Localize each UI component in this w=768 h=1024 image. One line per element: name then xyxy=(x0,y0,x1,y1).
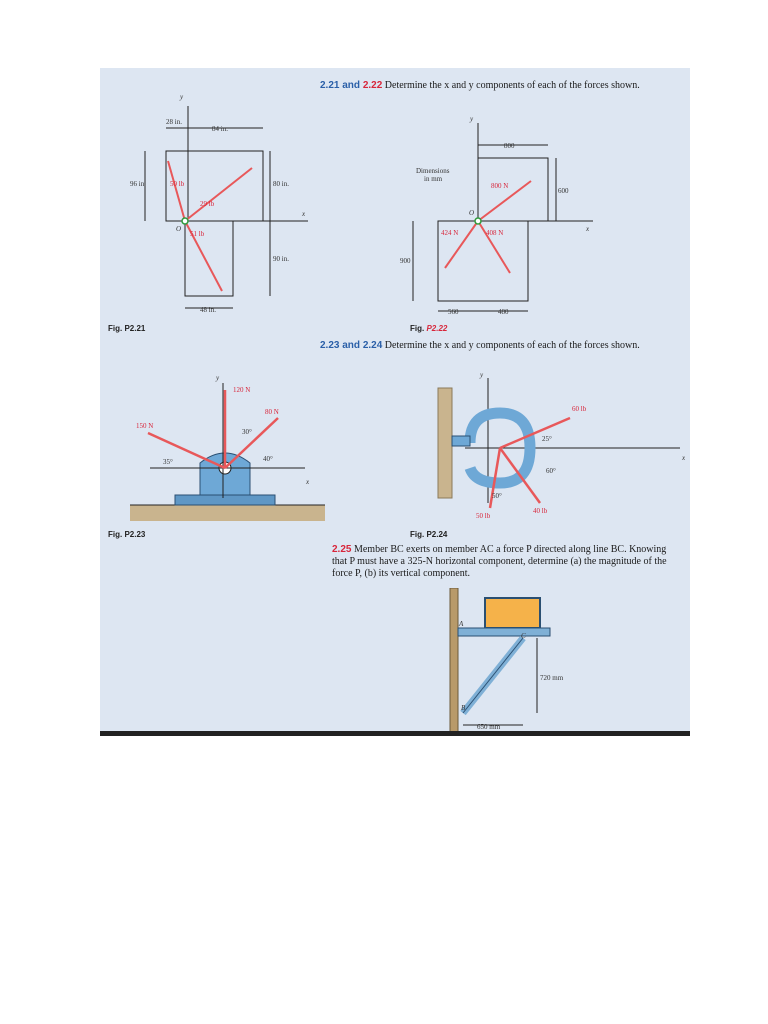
dim-28in: 28 in. xyxy=(166,118,182,126)
figure-p2-23: y x 120 N 80 N 150 N 30° 40° 35° xyxy=(130,374,325,521)
figure-p2-25: A B C 720 mm 650 mm xyxy=(449,588,564,733)
force-40lb: 40 lb xyxy=(533,507,548,515)
dim-96in: 96 in. xyxy=(130,180,146,188)
axis-label-y: y xyxy=(215,374,220,382)
force-arrows xyxy=(444,180,532,274)
force-60lb: 60 lb xyxy=(572,405,587,413)
force-150N: 150 N xyxy=(136,422,153,430)
problem-text: Determine the x and y components of each… xyxy=(384,80,640,91)
problem-2-21-block: 2.21 and 2.22 Determine the x and y comp… xyxy=(320,80,680,92)
angle-35: 35° xyxy=(163,458,173,466)
force-424N: 424 N xyxy=(441,229,458,237)
hook xyxy=(464,407,536,489)
problem-text: Determine the x and y components of each… xyxy=(384,340,640,351)
axis-label-x: x xyxy=(305,478,310,486)
figure-p2-22: y x O Dimensions in mm 800 600 900 560 4… xyxy=(400,115,593,316)
crate xyxy=(484,597,541,629)
dim-900: 900 xyxy=(400,257,411,265)
note-line-1: Dimensions xyxy=(416,167,450,175)
angle-50: 50° xyxy=(492,492,502,500)
hook-shank xyxy=(451,435,471,447)
dim-800: 800 xyxy=(504,142,515,150)
caption-p2-24: Fig. P2.24 xyxy=(410,530,448,539)
force-50lb: 50 lb xyxy=(476,512,491,520)
problem-number: 2.23 and 2.24 xyxy=(320,340,383,351)
dim-48in: 48 in. xyxy=(200,306,216,314)
problem-2-23-block: 2.23 and 2.24 Determine the x and y comp… xyxy=(320,340,680,352)
force-50lb: 50 lb xyxy=(170,180,185,188)
dim-90in: 90 in. xyxy=(273,255,289,263)
wall xyxy=(437,387,453,499)
member-ac xyxy=(457,627,551,637)
force-80N: 80 N xyxy=(265,408,279,416)
caption-p2-22: Fig. P2.22 xyxy=(410,324,448,333)
angle-25: 25° xyxy=(542,435,552,443)
dim-720mm: 720 mm xyxy=(540,674,564,682)
axis-label-y: y xyxy=(179,93,184,101)
axis-label-y: y xyxy=(479,373,484,379)
figure-p2-24: y x 60 lb 50 lb 40 lb 25° 60° 50° xyxy=(437,373,686,520)
dim-80in: 80 in. xyxy=(273,180,289,188)
force-51lb: 51 lb xyxy=(190,230,205,238)
problem-2-25-block: 2.25 Member BC exerts on member AC a for… xyxy=(332,544,680,580)
axis-label-x: x xyxy=(585,225,590,233)
label-b: B xyxy=(461,704,466,712)
textbook-page: 2.21 and 2.22 Determine the x and y comp… xyxy=(100,68,690,733)
force-arrows xyxy=(147,390,279,470)
note-line-2: in mm xyxy=(424,175,443,183)
force-29lb: 29 lb xyxy=(200,200,215,208)
plate-bottom xyxy=(184,220,234,297)
origin-point xyxy=(474,217,482,225)
dim-600: 600 xyxy=(558,187,569,195)
angle-40: 40° xyxy=(263,455,273,463)
problem-number: 2.25 xyxy=(332,544,352,555)
force-120N: 120 N xyxy=(233,386,250,394)
dim-560: 560 xyxy=(448,308,459,316)
axis-label-y: y xyxy=(469,115,474,123)
angle-60: 60° xyxy=(546,467,556,475)
caption-p2-21: Fig. P2.21 xyxy=(108,324,146,333)
figure-p2-21: y x O 28 in. 84 in. 96 in. 80 in. 90 in.… xyxy=(130,93,308,314)
axis-label-x: x xyxy=(681,454,686,462)
origin-point xyxy=(181,217,189,225)
problem-number: 2.21 and 2.22 xyxy=(320,80,383,91)
force-800N: 800 N xyxy=(491,182,508,190)
force-arrows xyxy=(167,160,253,292)
page-bottom-rule xyxy=(100,731,690,736)
dim-480: 480 xyxy=(498,308,509,316)
label-c: C xyxy=(521,632,526,640)
dim-650mm: 650 mm xyxy=(477,723,501,731)
label-a: A xyxy=(458,620,464,628)
origin-label: O xyxy=(469,209,474,217)
dim-84in: 84 in. xyxy=(212,125,228,133)
force-408N: 408 N xyxy=(486,229,503,237)
wall-post xyxy=(449,588,459,733)
force-arrows xyxy=(488,416,571,509)
angle-30: 30° xyxy=(242,428,252,436)
origin-label: O xyxy=(176,225,181,233)
caption-p2-23: Fig. P2.23 xyxy=(108,530,146,539)
axis-label-x: x xyxy=(301,210,306,218)
problem-text: Member BC exerts on member AC a force P … xyxy=(332,544,667,579)
ground xyxy=(130,505,325,521)
